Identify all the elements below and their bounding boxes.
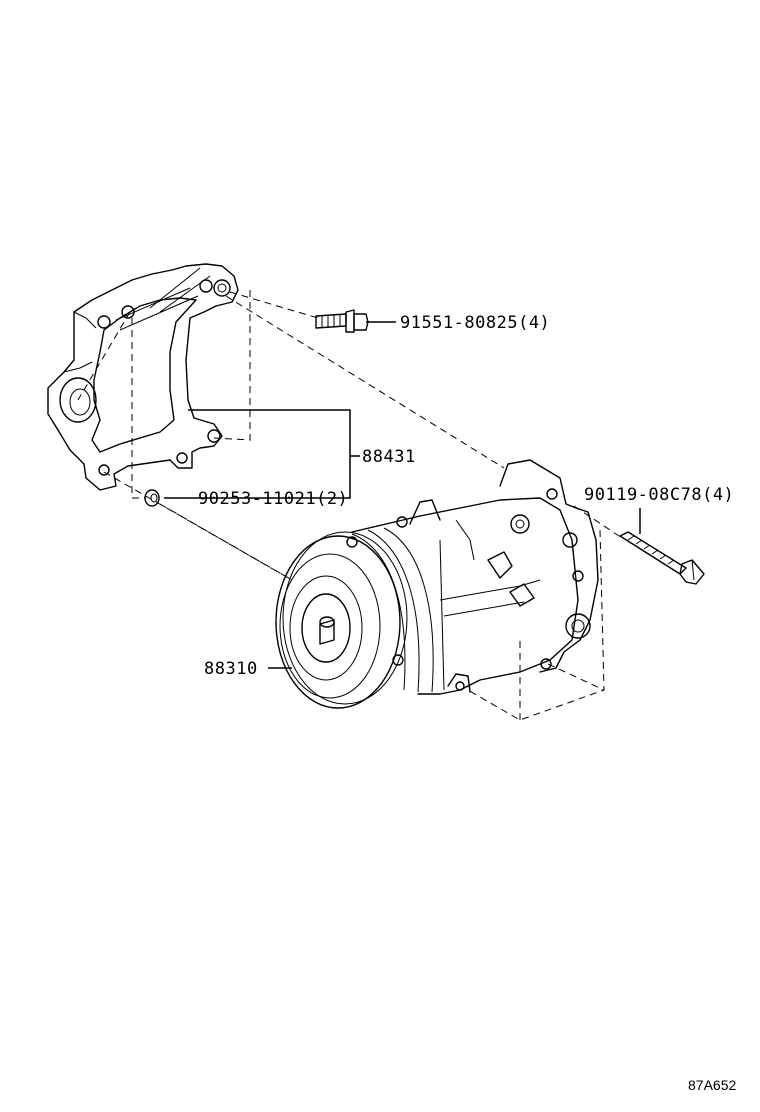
leader-lines bbox=[164, 321, 641, 669]
bolt-90119-icon[interactable] bbox=[619, 531, 705, 585]
callout-bolt-90119[interactable]: 90119-08C78(4) bbox=[584, 485, 734, 505]
bracket-88431[interactable] bbox=[47, 263, 239, 491]
compressor-88310[interactable] bbox=[275, 459, 599, 709]
callout-washer-90253[interactable]: 90253-11021(2) bbox=[198, 489, 348, 509]
diagram-code: 87A652 bbox=[688, 1077, 736, 1093]
callout-compressor-88310[interactable]: 88310 bbox=[204, 659, 258, 679]
washer-90253-icon[interactable] bbox=[144, 489, 160, 507]
assembly-guide-lines bbox=[103, 290, 623, 721]
bolt-91551-icon[interactable] bbox=[315, 309, 369, 333]
callout-bracket-88431[interactable]: 88431 bbox=[362, 447, 416, 467]
callout-bolt-91551[interactable]: 91551-80825(4) bbox=[400, 313, 550, 333]
